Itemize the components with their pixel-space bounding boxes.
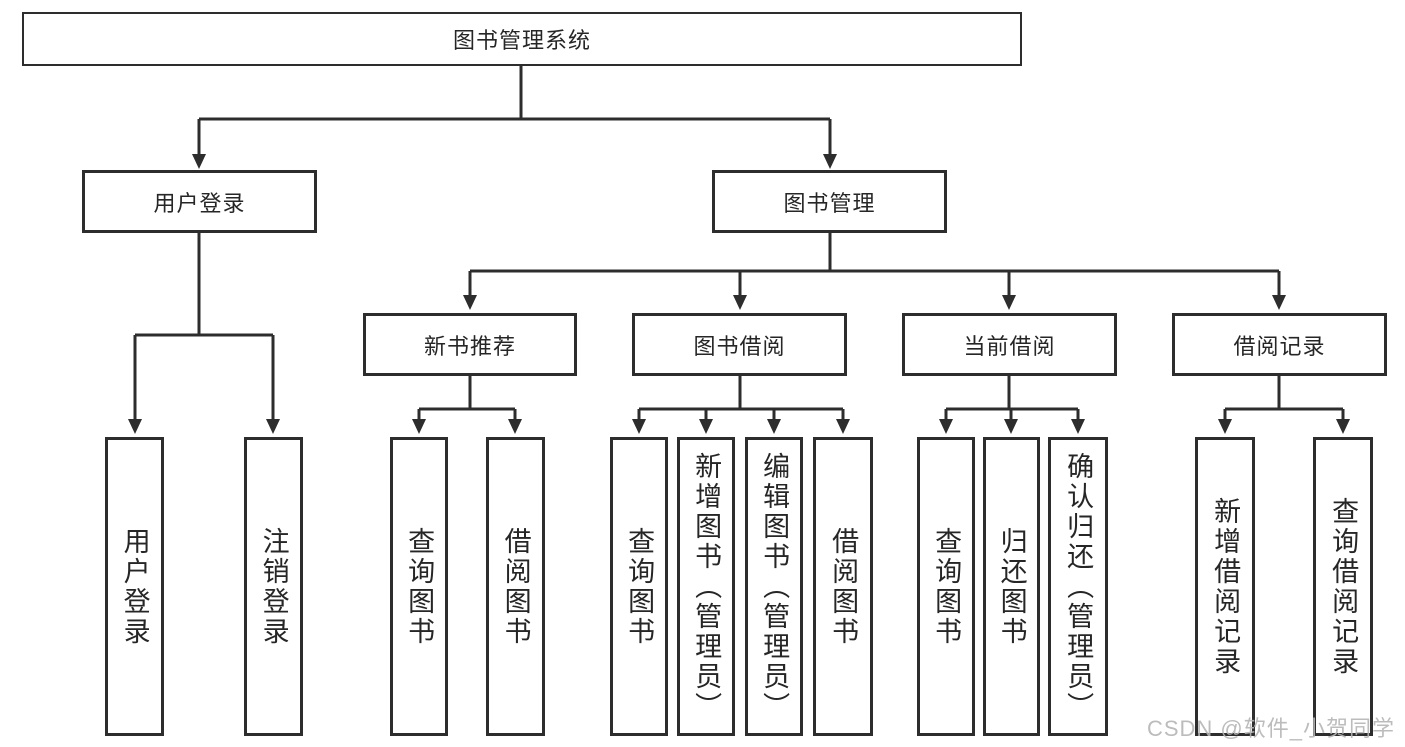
node-leaf-confirm-return-admin: 确认归还（管理员） bbox=[1048, 437, 1108, 736]
node-leaf-add-borrow-record: 新增借阅记录 bbox=[1195, 437, 1255, 736]
node-label: 用户登录 bbox=[153, 190, 246, 216]
node-label: 图书借阅 bbox=[693, 333, 786, 359]
node-label: 查询借阅记录 bbox=[1328, 496, 1359, 677]
node-label: 用户登录 bbox=[119, 526, 150, 647]
node-label: 借阅图书 bbox=[500, 526, 531, 647]
node-label: 图书管理系统 bbox=[452, 28, 591, 53]
node-user-login: 用户登录 bbox=[82, 170, 317, 233]
node-leaf-borrow-books-2: 借阅图书 bbox=[813, 437, 873, 736]
node-book-borrowing: 图书借阅 bbox=[632, 313, 847, 376]
connector-book-mgmt-branch bbox=[463, 233, 1286, 310]
node-new-book-recommendation: 新书推荐 bbox=[363, 313, 577, 376]
node-leaf-borrow-books-1: 借阅图书 bbox=[486, 437, 545, 736]
node-leaf-add-books-admin: 新增图书（管理员） bbox=[677, 437, 735, 736]
node-label: 注销登录 bbox=[258, 526, 289, 647]
node-leaf-query-books-3: 查询图书 bbox=[917, 437, 975, 736]
node-label: 图书管理 bbox=[783, 190, 876, 216]
node-leaf-logout: 注销登录 bbox=[244, 437, 303, 736]
node-label: 查询图书 bbox=[404, 526, 435, 647]
node-label: 新增图书（管理员） bbox=[691, 451, 722, 722]
node-label: 新增借阅记录 bbox=[1210, 496, 1241, 677]
connector-root-to-level2 bbox=[192, 66, 837, 169]
node-current-borrowing: 当前借阅 bbox=[902, 313, 1117, 376]
connector-borrow-record-branch bbox=[1218, 376, 1350, 434]
node-label: 确认归还（管理员） bbox=[1063, 451, 1094, 722]
node-library-management-system: 图书管理系统 bbox=[22, 12, 1022, 66]
node-label: 新书推荐 bbox=[423, 333, 516, 359]
node-leaf-query-books-1: 查询图书 bbox=[390, 437, 448, 736]
node-book-management: 图书管理 bbox=[712, 170, 947, 233]
node-label: 编辑图书（管理员） bbox=[759, 451, 790, 722]
node-leaf-user-login: 用户登录 bbox=[105, 437, 164, 736]
node-label: 借阅记录 bbox=[1233, 333, 1326, 359]
node-label: 借阅图书 bbox=[828, 526, 859, 647]
node-leaf-return-books: 归还图书 bbox=[983, 437, 1040, 736]
connector-current-borrow-branch bbox=[939, 376, 1085, 434]
csdn-watermark: CSDN @软件_小贺同学 bbox=[1146, 716, 1395, 741]
connector-user-login-branch bbox=[128, 233, 280, 434]
node-leaf-query-borrow-record: 查询借阅记录 bbox=[1313, 437, 1373, 736]
connector-book-borrow-branch bbox=[632, 376, 850, 434]
node-label: 查询图书 bbox=[624, 526, 655, 647]
node-leaf-edit-books-admin: 编辑图书（管理员） bbox=[745, 437, 803, 736]
node-leaf-query-books-2: 查询图书 bbox=[610, 437, 668, 736]
node-label: 当前借阅 bbox=[963, 333, 1056, 359]
node-label: 归还图书 bbox=[996, 526, 1027, 647]
node-label: 查询图书 bbox=[931, 526, 962, 647]
node-borrowing-records: 借阅记录 bbox=[1172, 313, 1387, 376]
connector-new-book-branch bbox=[412, 376, 522, 434]
